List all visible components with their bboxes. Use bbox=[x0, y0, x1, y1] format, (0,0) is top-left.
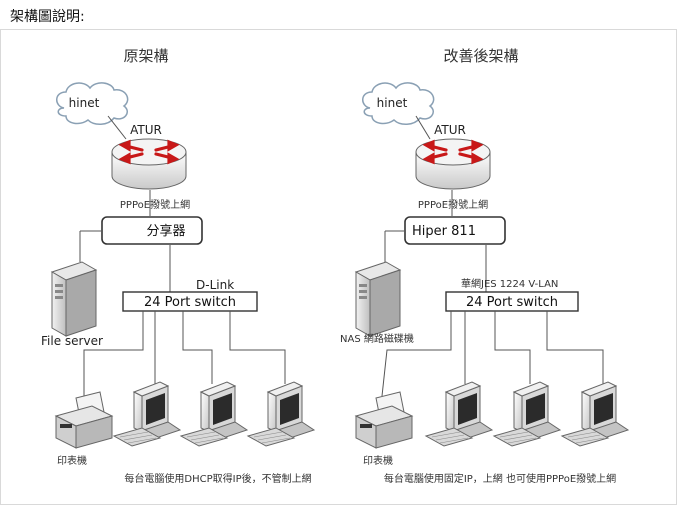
right-pc3-link bbox=[546, 311, 604, 384]
left-title: 原架構 bbox=[123, 47, 168, 65]
left-pc2-link bbox=[182, 311, 213, 384]
right-switch-label: 24 Port switch bbox=[466, 295, 558, 310]
right-switch-box bbox=[445, 291, 579, 312]
left-server-icon bbox=[51, 261, 97, 337]
right-nas-label: NAS 網路磁碟機 bbox=[340, 332, 414, 345]
left-printer-link bbox=[83, 311, 144, 396]
right-pppoe-label: PPPoE撥號上網 bbox=[418, 198, 488, 211]
right-note: 每台電腦使用固定IP，上網 也可使用PPPoE撥號上網 bbox=[384, 472, 616, 485]
right-router-icon bbox=[414, 137, 492, 191]
right-pc2-icon bbox=[493, 381, 561, 447]
right-cloud-link bbox=[415, 115, 431, 140]
left-gateway-box bbox=[101, 216, 203, 245]
right-printer-icon bbox=[355, 391, 413, 449]
right-gateway-box bbox=[404, 216, 506, 245]
left-note: 每台電腦使用DHCP取得IP後，不管制上網 bbox=[124, 472, 311, 485]
right-pc3-icon bbox=[561, 381, 629, 447]
right-router-label: ATUR bbox=[434, 123, 466, 137]
left-router-label: ATUR bbox=[130, 123, 162, 137]
right-diagram: 改善後架構 hinet ATUR PPPoE撥號上網 Hiper 811 NAS… bbox=[340, 47, 629, 485]
left-pppoe-label: PPPoE撥號上網 bbox=[120, 198, 190, 211]
left-switch-brand: D-Link bbox=[196, 278, 234, 292]
left-diagram: 原架構 hinet ATUR PPPoE撥號上網 分享器 File server… bbox=[41, 47, 315, 485]
right-printer-link bbox=[381, 311, 452, 397]
left-cloud-label: hinet bbox=[69, 96, 100, 110]
right-nas-icon bbox=[355, 261, 401, 337]
left-switch-box bbox=[122, 291, 258, 312]
right-title: 改善後架構 bbox=[443, 47, 518, 65]
left-pc3-link bbox=[229, 311, 286, 384]
left-gateway-label: 分享器 bbox=[146, 223, 185, 239]
left-server-label: File server bbox=[41, 334, 103, 348]
left-pc3-icon bbox=[247, 381, 315, 447]
right-switch-brand: 華網JES 1224 V-LAN bbox=[461, 277, 558, 290]
right-pc1-icon bbox=[425, 381, 493, 447]
diagram-frame bbox=[0, 29, 677, 505]
right-printer-label: 印表機 bbox=[363, 454, 393, 467]
right-cloud-label: hinet bbox=[377, 96, 408, 110]
left-printer-label: 印表機 bbox=[57, 454, 87, 467]
left-pc2-icon bbox=[180, 381, 248, 447]
left-printer-icon bbox=[55, 391, 113, 449]
left-pc1-icon bbox=[113, 381, 181, 447]
left-switch-label: 24 Port switch bbox=[144, 295, 236, 310]
right-pc2-link bbox=[494, 311, 531, 384]
left-router-icon bbox=[110, 137, 188, 191]
right-gateway-label: Hiper 811 bbox=[412, 224, 476, 239]
page-title: 架構圖說明: bbox=[10, 9, 85, 25]
left-cloud-link bbox=[107, 115, 127, 140]
